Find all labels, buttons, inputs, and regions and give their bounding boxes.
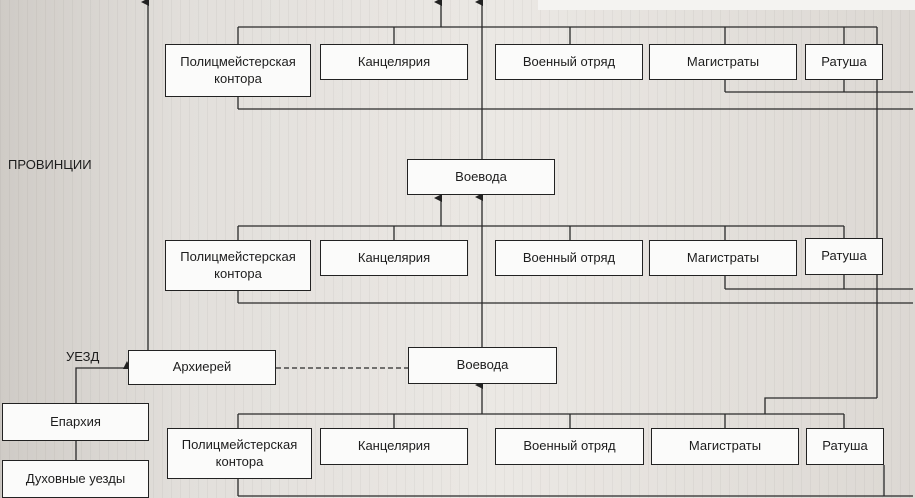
tier1-military-unit-box: Военный отряд: [495, 44, 643, 80]
tier2-connectors: [237, 194, 913, 304]
tier1-magistrates-box: Магистраты: [649, 44, 797, 80]
tier1-police-office-box: Полицмейстерская контора: [165, 44, 311, 97]
eparchy-text: Епархия: [50, 413, 101, 429]
tier2-magistrates-text: Магистраты: [686, 249, 760, 265]
tier3-town-hall-box: Ратуша: [806, 428, 884, 465]
spiritual-uezds-box: Духовные уезды: [2, 460, 149, 498]
tier3-police-office-text: Полицмейстерская контора: [181, 437, 298, 469]
tier1-police-office-text: Полицмейстерская контора: [180, 54, 296, 86]
tier2-voivode-text: Воевода: [455, 168, 507, 184]
archbishop-text: Архиерей: [172, 359, 232, 375]
tier1-town-hall-box: Ратуша: [805, 44, 883, 80]
tier1-chancellery-text: Канцелярия: [357, 53, 431, 69]
tier2-chancellery-text: Канцелярия: [357, 249, 431, 265]
tier1-connectors: [237, 0, 913, 398]
tier3-connectors: [237, 381, 913, 497]
tier2-military-unit-text: Военный отряд: [522, 249, 616, 265]
tier2-voivode-box: Воевода: [407, 159, 555, 195]
tier2-military-unit-box: Военный отряд: [495, 240, 643, 276]
tier1-town-hall-text: Ратуша: [821, 53, 867, 69]
eparchy-box: Епархия: [2, 403, 149, 441]
provinces-label: ПРОВИНЦИИ: [8, 157, 92, 172]
tier3-police-office-box: Полицмейстерская контора: [167, 428, 312, 479]
tier3-military-unit-box: Военный отряд: [495, 428, 644, 465]
archbishop-box: Архиерей: [128, 350, 276, 385]
spiritual-uezds-text: Духовные уезды: [25, 470, 126, 486]
tier3-voivode-box: Воевода: [408, 347, 557, 384]
tier3-voivode-text: Воевода: [456, 357, 509, 373]
tier2-chancellery-box: Канцелярия: [320, 240, 468, 276]
tier3-town-hall-text: Ратуша: [822, 438, 868, 454]
tier3-magistrates-text: Магистраты: [688, 438, 762, 454]
tier3-magistrates-box: Магистраты: [651, 428, 799, 465]
tier3-chancellery-box: Канцелярия: [320, 428, 468, 465]
tier2-police-office-box: Полицмейстерская контора: [165, 240, 311, 291]
tier1-chancellery-box: Канцелярия: [320, 44, 468, 80]
tier1-magistrates-text: Магистраты: [686, 53, 760, 69]
tier3-chancellery-text: Канцелярия: [357, 438, 431, 454]
tier1-military-unit-text: Военный отряд: [522, 53, 616, 69]
tier2-town-hall-text: Ратуша: [821, 248, 867, 264]
church-connectors: [75, 0, 408, 460]
uezd-label: УЕЗД: [66, 349, 100, 364]
tier3-military-unit-text: Военный отряд: [523, 438, 616, 454]
tier2-town-hall-box: Ратуша: [805, 238, 883, 275]
page-corner-margin: [538, 0, 915, 10]
tier2-magistrates-box: Магистраты: [649, 240, 797, 276]
tier2-police-office-text: Полицмейстерская контора: [180, 249, 296, 281]
